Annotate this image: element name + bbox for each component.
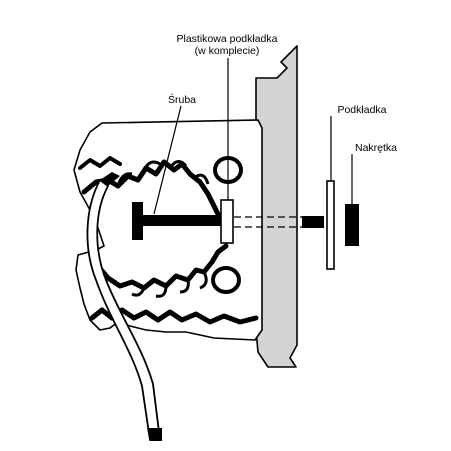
plastic-washer <box>220 199 234 244</box>
cable-top-shadow <box>100 172 120 186</box>
screw-shank <box>143 215 221 226</box>
upper-jaw-teeth <box>116 160 210 187</box>
lower-hole <box>211 266 241 294</box>
label-plastic-washer-line2: (w komplecie) <box>195 45 260 57</box>
clamp-body <box>73 119 263 341</box>
screw-head <box>132 202 143 240</box>
label-nut: Nakrętka <box>355 142 397 154</box>
lower-jaw-teeth <box>131 271 208 298</box>
label-washer: Podkładka <box>337 104 386 116</box>
wall-panel <box>255 45 298 368</box>
upper-jaw-edge <box>81 159 229 225</box>
label-screw: Śruba <box>168 93 196 106</box>
nut <box>345 204 359 246</box>
leader-screw <box>153 105 182 215</box>
top-grip <box>78 156 122 170</box>
bolt-end <box>302 216 324 228</box>
cable-end-mark <box>147 428 162 441</box>
label-plastic-washer-line1: Plastikowa podkładka <box>177 33 278 45</box>
lower-jaw-edge <box>95 243 229 291</box>
washer <box>326 180 335 270</box>
